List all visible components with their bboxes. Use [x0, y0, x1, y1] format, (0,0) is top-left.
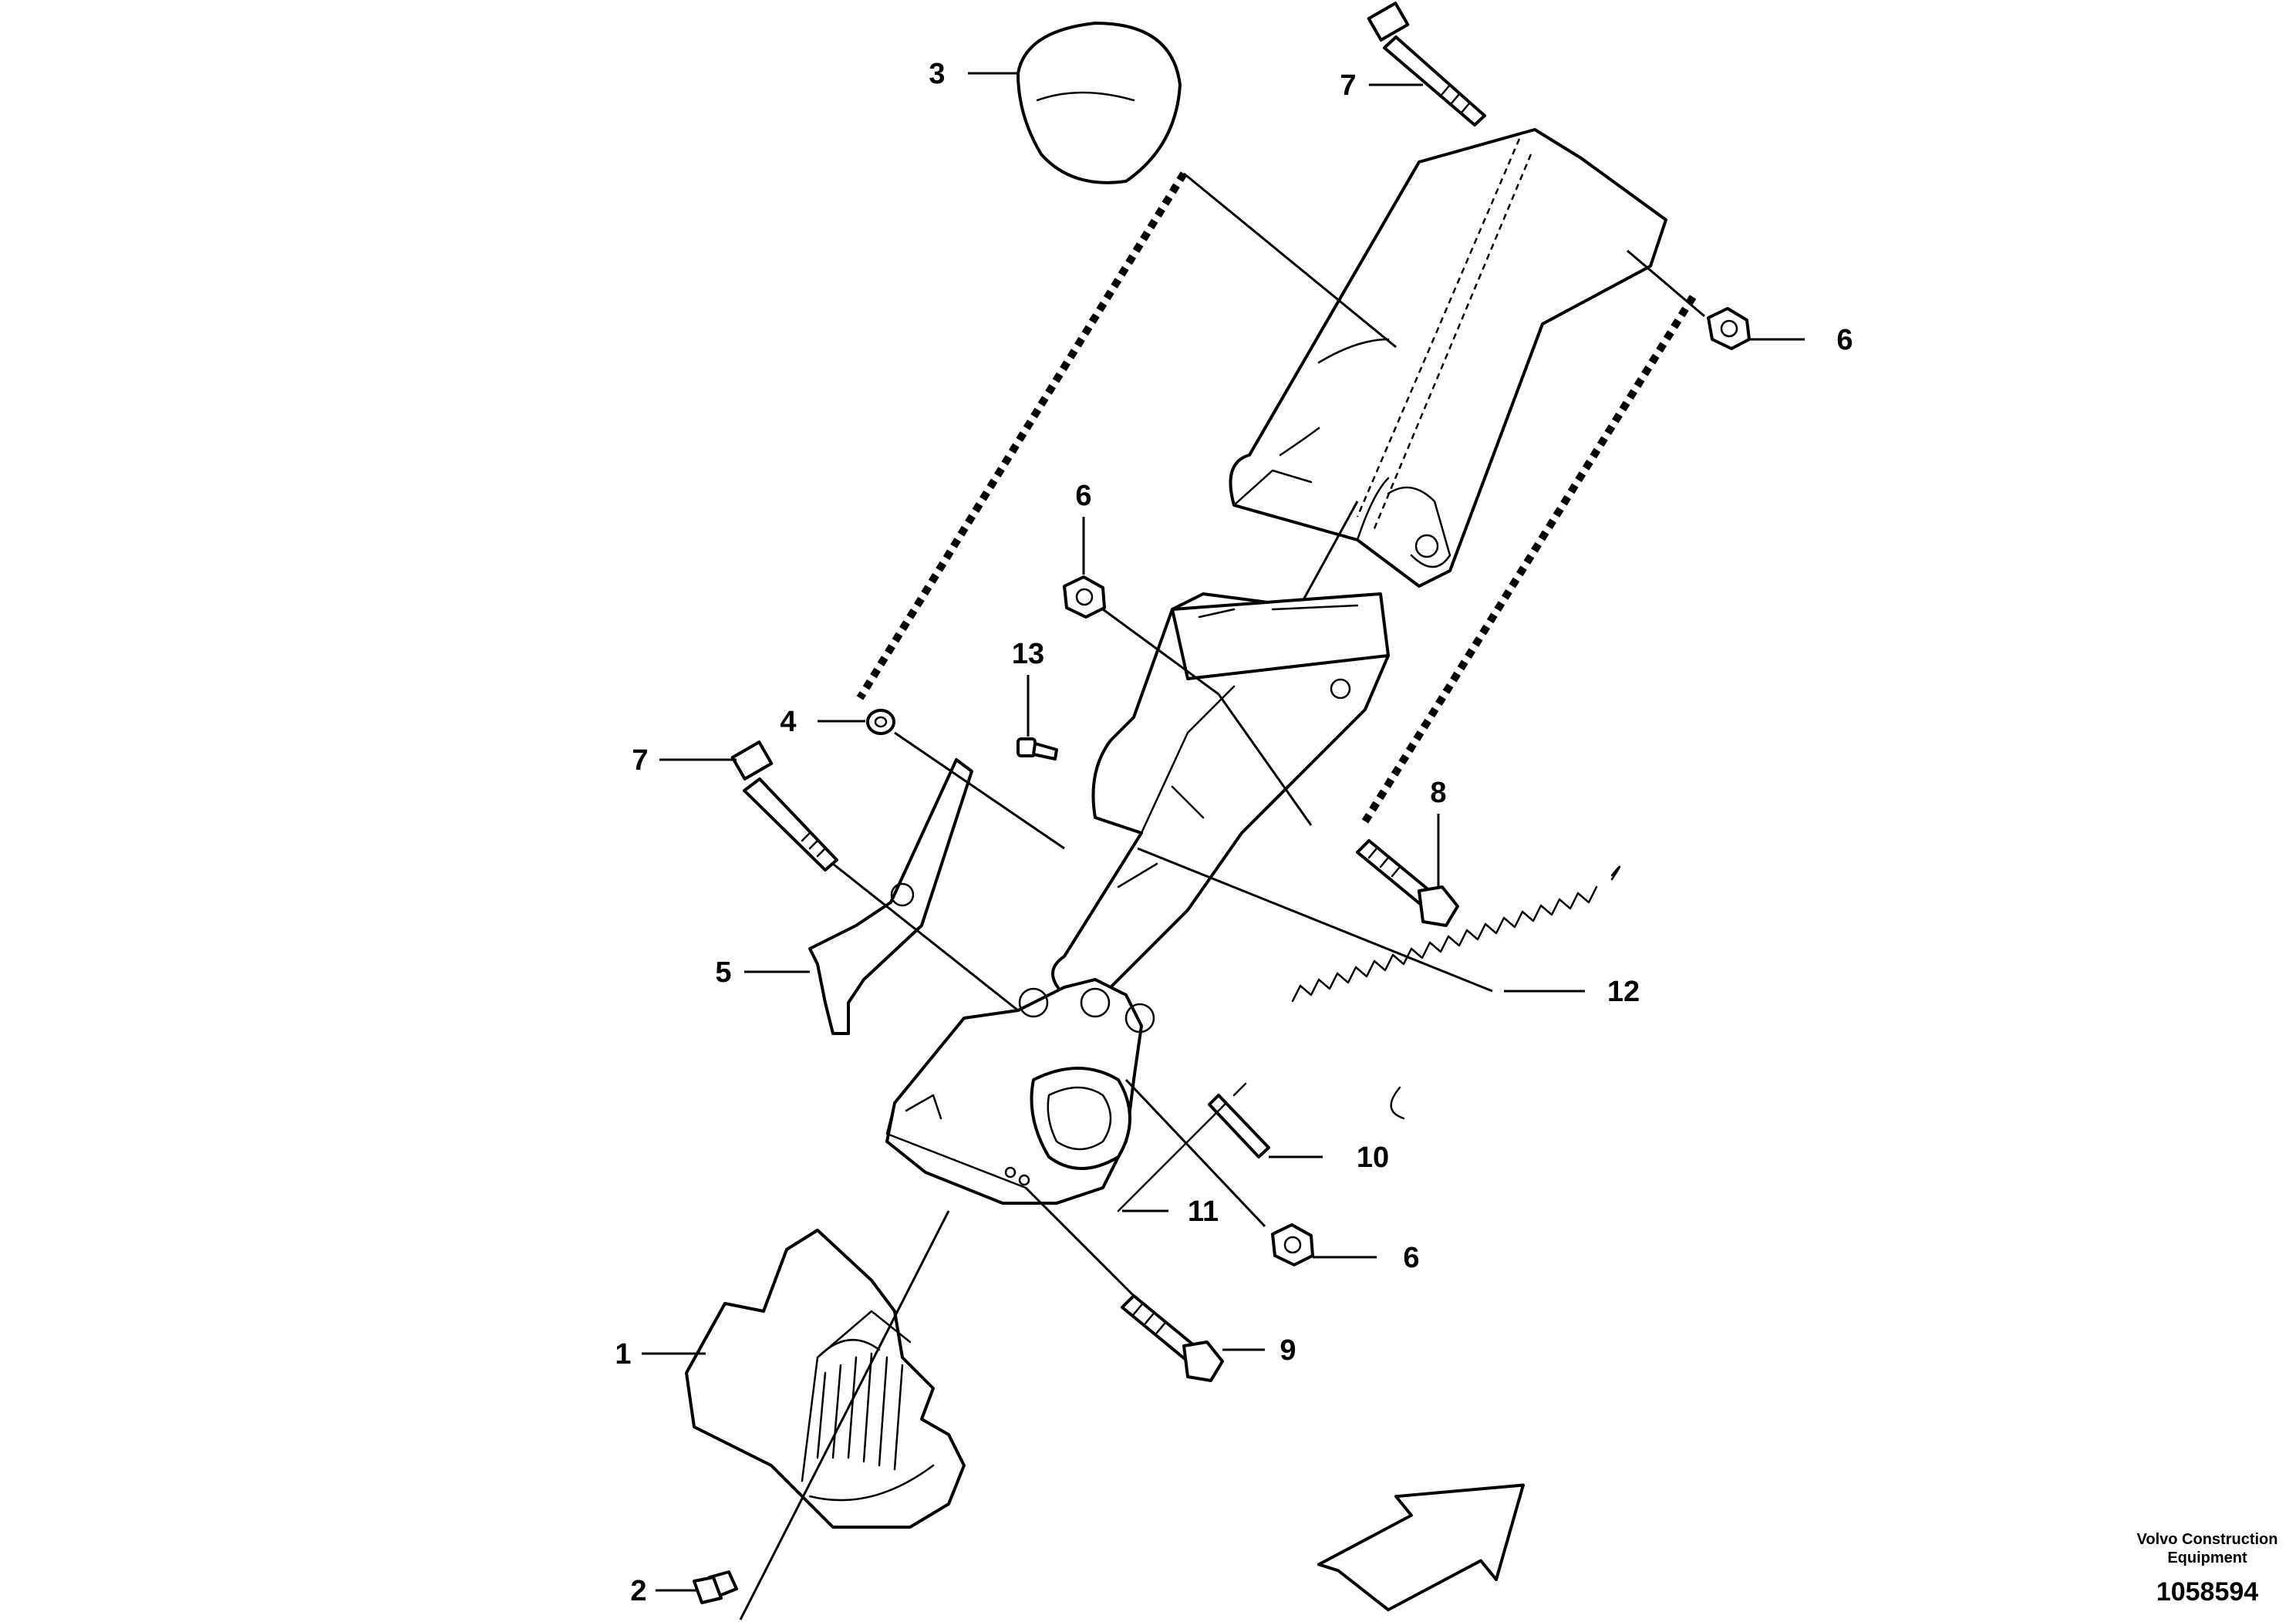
svg-text:6: 6 [1403, 1242, 1419, 1274]
callout-5: 5 [715, 956, 810, 989]
document-number: 1058594 [2156, 1577, 2258, 1607]
svg-text:1: 1 [615, 1338, 631, 1371]
callout-4: 4 [780, 706, 865, 738]
svg-text:5: 5 [715, 956, 731, 989]
nut-6-top [1707, 307, 1751, 350]
upper-cover [1229, 128, 1667, 588]
assembly-line-left [856, 171, 1188, 700]
screw-part-2 [693, 1570, 738, 1604]
pin-part-10 [1208, 1082, 1270, 1158]
callout-2: 2 [630, 1575, 698, 1607]
svg-text:10: 10 [1357, 1141, 1389, 1174]
callout-1: 1 [615, 1338, 706, 1371]
callout-11: 11 [1122, 1195, 1219, 1228]
pedal-pad-part-1 [685, 1210, 966, 1620]
callout-9: 9 [1222, 1334, 1296, 1367]
svg-text:7: 7 [1340, 69, 1356, 102]
callout-13: 13 [1012, 638, 1044, 737]
bolt-7-top [1367, 2, 1486, 126]
callout-12: 12 [1137, 847, 1640, 1008]
bolt-7-left [730, 740, 1019, 1012]
svg-text:13: 13 [1012, 638, 1044, 670]
callout-6-mid: 6 [1075, 480, 1092, 575]
callout-6-lower: 6 [1313, 1242, 1420, 1274]
svg-text:6: 6 [1075, 480, 1091, 512]
brand-line-1: Volvo Construction [2137, 1531, 2278, 1548]
lever-part-5 [808, 758, 973, 1035]
svg-text:4: 4 [780, 706, 796, 738]
valve-body [885, 978, 1155, 1205]
callout-7-top: 7 [1340, 69, 1423, 102]
brand-line-2: Equipment [2167, 1549, 2247, 1566]
svg-text:3: 3 [929, 58, 945, 90]
callout-8: 8 [1430, 777, 1447, 887]
assembly-line-right [1361, 295, 1697, 824]
callout-10: 10 [1269, 1141, 1389, 1174]
nut-6-mid [1063, 575, 1219, 696]
washer-part-4 [866, 709, 1065, 850]
bolt-part-9 [1024, 1186, 1224, 1382]
svg-text:6: 6 [1836, 324, 1853, 356]
svg-text:11: 11 [1188, 1195, 1219, 1228]
nut-6-lower [1124, 1078, 1314, 1266]
spring-part-12 [1291, 865, 1621, 1120]
callout-3: 3 [929, 58, 1018, 90]
svg-text:8: 8 [1430, 777, 1446, 809]
cap-part-3 [1017, 22, 1182, 184]
svg-text:9: 9 [1279, 1334, 1296, 1367]
split-pin-part-11 [1117, 1101, 1228, 1212]
bolt-part-8 [1217, 693, 1459, 927]
svg-text:7: 7 [632, 744, 648, 777]
pedal-arm [1051, 592, 1390, 996]
svg-text:2: 2 [630, 1575, 646, 1607]
screw-part-13 [1017, 737, 1058, 760]
svg-text:12: 12 [1607, 976, 1640, 1008]
callout-7-left: 7 [632, 744, 737, 777]
callout-6-top: 6 [1749, 324, 1853, 356]
direction-arrow-icon [1317, 1483, 1525, 1612]
